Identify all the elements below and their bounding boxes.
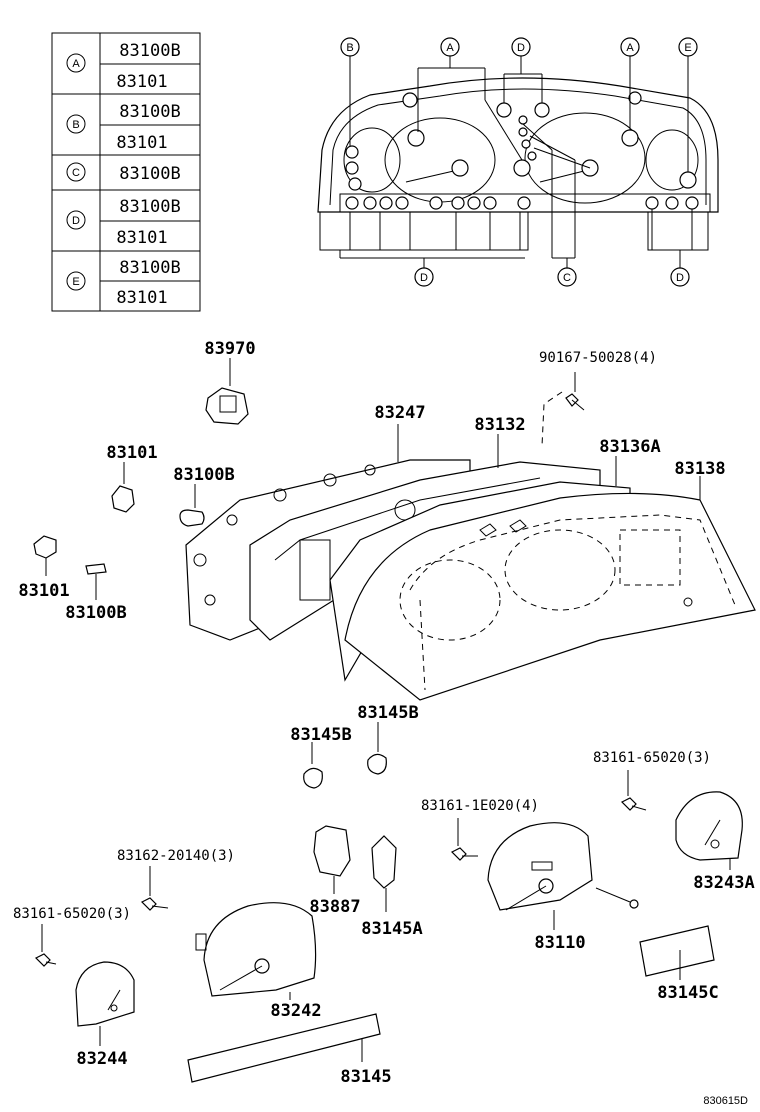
bulb-83100b-upper xyxy=(179,484,205,527)
label-90167: 90167-50028(4) xyxy=(539,350,657,366)
legend-letter: E xyxy=(72,276,79,288)
label-83145a: 83145A xyxy=(361,919,422,939)
legend-part: 83101 xyxy=(116,72,167,92)
bulb-83100b-left xyxy=(85,563,107,600)
callout-top-e: E xyxy=(678,37,698,57)
legend-letter: B xyxy=(72,119,79,131)
exploded-assembly: 83970 90167-50028(4) 83247 83132 83136A … xyxy=(13,339,756,1087)
label-83161-65020-left: 83161-65020(3) xyxy=(13,906,131,922)
callout-top-b: B xyxy=(340,37,360,57)
label-83132: 83132 xyxy=(474,415,525,435)
bulb-socket-83101-left xyxy=(33,535,57,576)
callout-letter: B xyxy=(346,42,353,54)
label-83145: 83145 xyxy=(340,1067,391,1087)
legend-row-b: B 83100B 83101 xyxy=(66,102,181,153)
callout-top-a2: A xyxy=(620,37,640,57)
screw-83161-65020-right xyxy=(620,770,647,811)
legend-part: 83100B xyxy=(119,102,180,122)
callout-letter: A xyxy=(446,42,454,54)
legend-part: 83101 xyxy=(116,133,167,153)
legend-letter: D xyxy=(72,215,80,227)
callout-bottom-d1: D xyxy=(414,267,434,287)
tachometer-83242 xyxy=(195,902,317,1000)
legend-row-a: A 83100B 83101 xyxy=(66,41,181,92)
lens-83138 xyxy=(344,476,756,701)
legend-row-c: C 83100B xyxy=(66,162,181,184)
label-83247: 83247 xyxy=(374,403,425,423)
label-83970: 83970 xyxy=(204,339,255,359)
legend-part: 83100B xyxy=(119,164,180,184)
label-83110: 83110 xyxy=(534,933,585,953)
gasket-83887 xyxy=(313,825,351,894)
screw-83161-65020-left xyxy=(34,924,57,967)
label-83145b-b: 83145B xyxy=(357,703,418,723)
cap-83145b-b xyxy=(367,722,387,775)
callout-letter: E xyxy=(684,42,691,54)
connector-83970 xyxy=(205,358,249,425)
label-83100b-upper: 83100B xyxy=(173,465,234,485)
label-83161-65020-right: 83161-65020(3) xyxy=(593,750,711,766)
label-83136a: 83136A xyxy=(599,437,660,457)
label-83244: 83244 xyxy=(76,1049,127,1069)
gauge-83243a xyxy=(675,791,743,870)
drawing-id: 830615D xyxy=(703,1095,748,1107)
legend-row-e: E 83100B 83101 xyxy=(66,258,181,308)
legend-letter: A xyxy=(72,58,80,70)
bolt-90167 xyxy=(541,372,585,447)
label-83101-left: 83101 xyxy=(18,581,69,601)
label-83100b-left: 83100B xyxy=(65,603,126,623)
callout-top-d: D xyxy=(511,37,531,57)
bulb-legend-table: A 83100B 83101 B 83100B 83101 C 83100B D… xyxy=(51,32,201,312)
label-83161-1e020: 83161-1E020(4) xyxy=(421,798,539,814)
callout-top-a1: A xyxy=(440,37,460,57)
label-83145c: 83145C xyxy=(657,983,718,1003)
callout-letter: D xyxy=(676,272,684,284)
callout-bottom-c: C xyxy=(557,267,577,287)
legend-part: 83101 xyxy=(116,288,167,308)
label-83243a: 83243A xyxy=(693,873,754,893)
legend-part: 83100B xyxy=(119,197,180,217)
callout-letter: D xyxy=(420,272,428,284)
speedometer-83110 xyxy=(487,822,639,930)
legend-part: 83100B xyxy=(119,258,180,278)
plate-83145c xyxy=(639,925,715,980)
label-83145b-a: 83145B xyxy=(290,725,351,745)
callout-letter: C xyxy=(563,272,571,284)
label-83242: 83242 xyxy=(270,1001,321,1021)
plate-83145a xyxy=(371,835,397,912)
bulb-socket-83101-upper xyxy=(111,462,135,513)
callout-letter: D xyxy=(517,42,525,54)
screw-83161-1e020 xyxy=(450,818,478,861)
legend-part: 83101 xyxy=(116,228,167,248)
legend-part: 83100B xyxy=(119,41,180,61)
legend-letter: C xyxy=(72,167,80,179)
label-83138: 83138 xyxy=(674,459,725,479)
label-83162-20140: 83162-20140(3) xyxy=(117,848,235,864)
strip-83145 xyxy=(187,1013,381,1083)
label-83101-upper: 83101 xyxy=(106,443,157,463)
legend-row-d: D 83100B 83101 xyxy=(66,197,181,248)
screw-83162-20140 xyxy=(140,866,169,911)
callout-bottom-d2: D xyxy=(670,267,690,287)
cap-83145b-a xyxy=(303,742,323,789)
gauge-83244 xyxy=(75,961,135,1046)
cluster-rear-view: B A D A E D C D xyxy=(317,37,719,287)
label-83887: 83887 xyxy=(309,897,360,917)
callout-letter: A xyxy=(626,42,634,54)
